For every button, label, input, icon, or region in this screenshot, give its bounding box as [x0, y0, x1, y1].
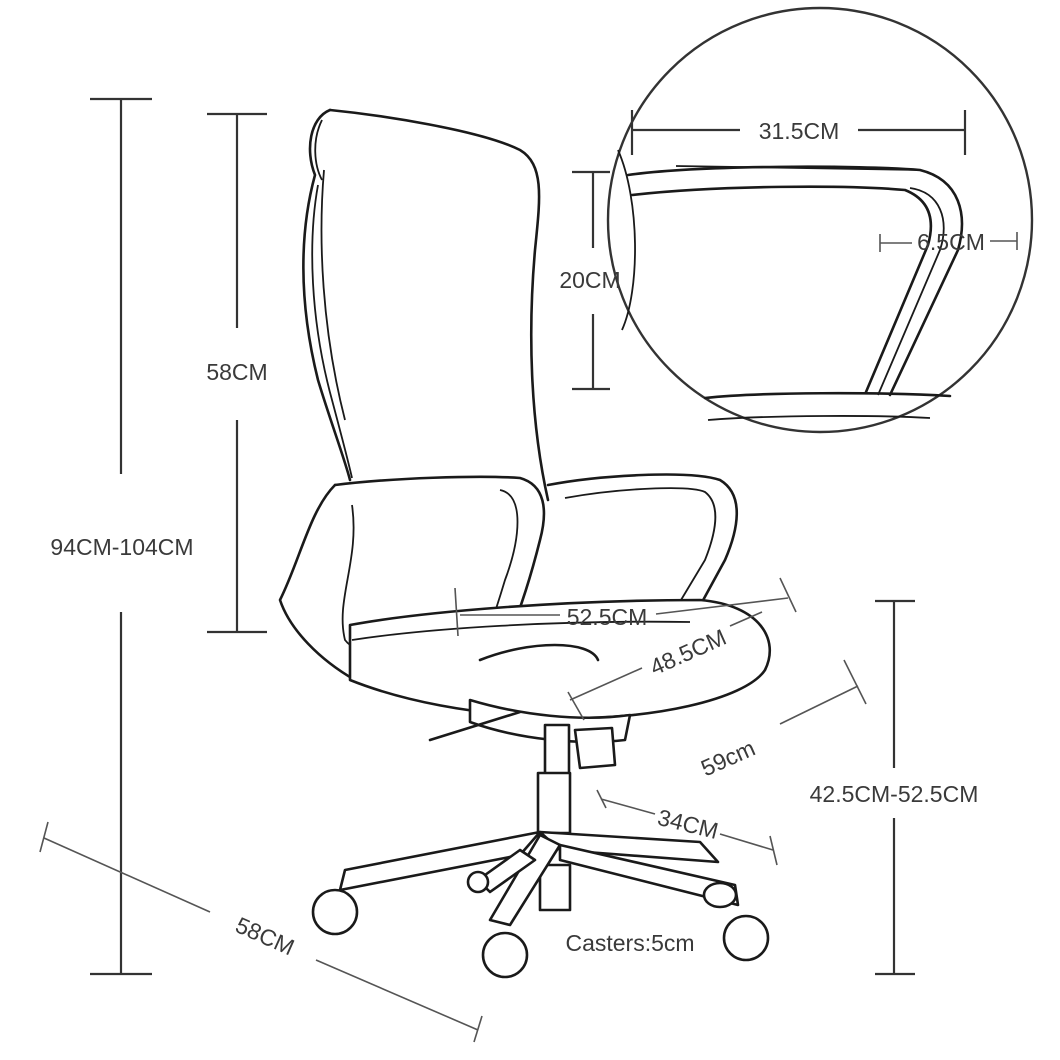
casters-label: Casters:5cm	[565, 930, 694, 956]
back-height-label: 58CM	[206, 359, 267, 385]
seat-height-dimension: 42.5CM-52.5CM	[810, 599, 979, 976]
armrest-length-dimension: 31.5CM	[630, 110, 967, 155]
total-height-dimension: 94CM-104CM	[50, 97, 194, 976]
armrest-length-label: 31.5CM	[759, 118, 840, 144]
armrest-width-label: 6.5CM	[917, 229, 985, 255]
armrest-detail-circle	[606, 6, 1034, 434]
base-width-label: 58CM	[232, 912, 299, 961]
seat-height-label: 42.5CM-52.5CM	[810, 781, 979, 807]
seat-width-label: 52.5CM	[567, 604, 648, 630]
chair-drawing	[278, 108, 771, 979]
back-height-dimension: 58CM	[206, 112, 268, 634]
overall-depth-label: 59cm	[697, 735, 759, 782]
armrest-height-dimension: 20CM	[559, 170, 621, 391]
armrest-width-dimension: 6.5CM	[879, 229, 1018, 255]
armrest-height-label: 20CM	[559, 267, 620, 293]
total-height-label: 94CM-104CM	[50, 534, 193, 560]
base-leg-label: 34CM	[655, 804, 721, 844]
seat-width-dimension: 52.5CM	[454, 577, 797, 637]
